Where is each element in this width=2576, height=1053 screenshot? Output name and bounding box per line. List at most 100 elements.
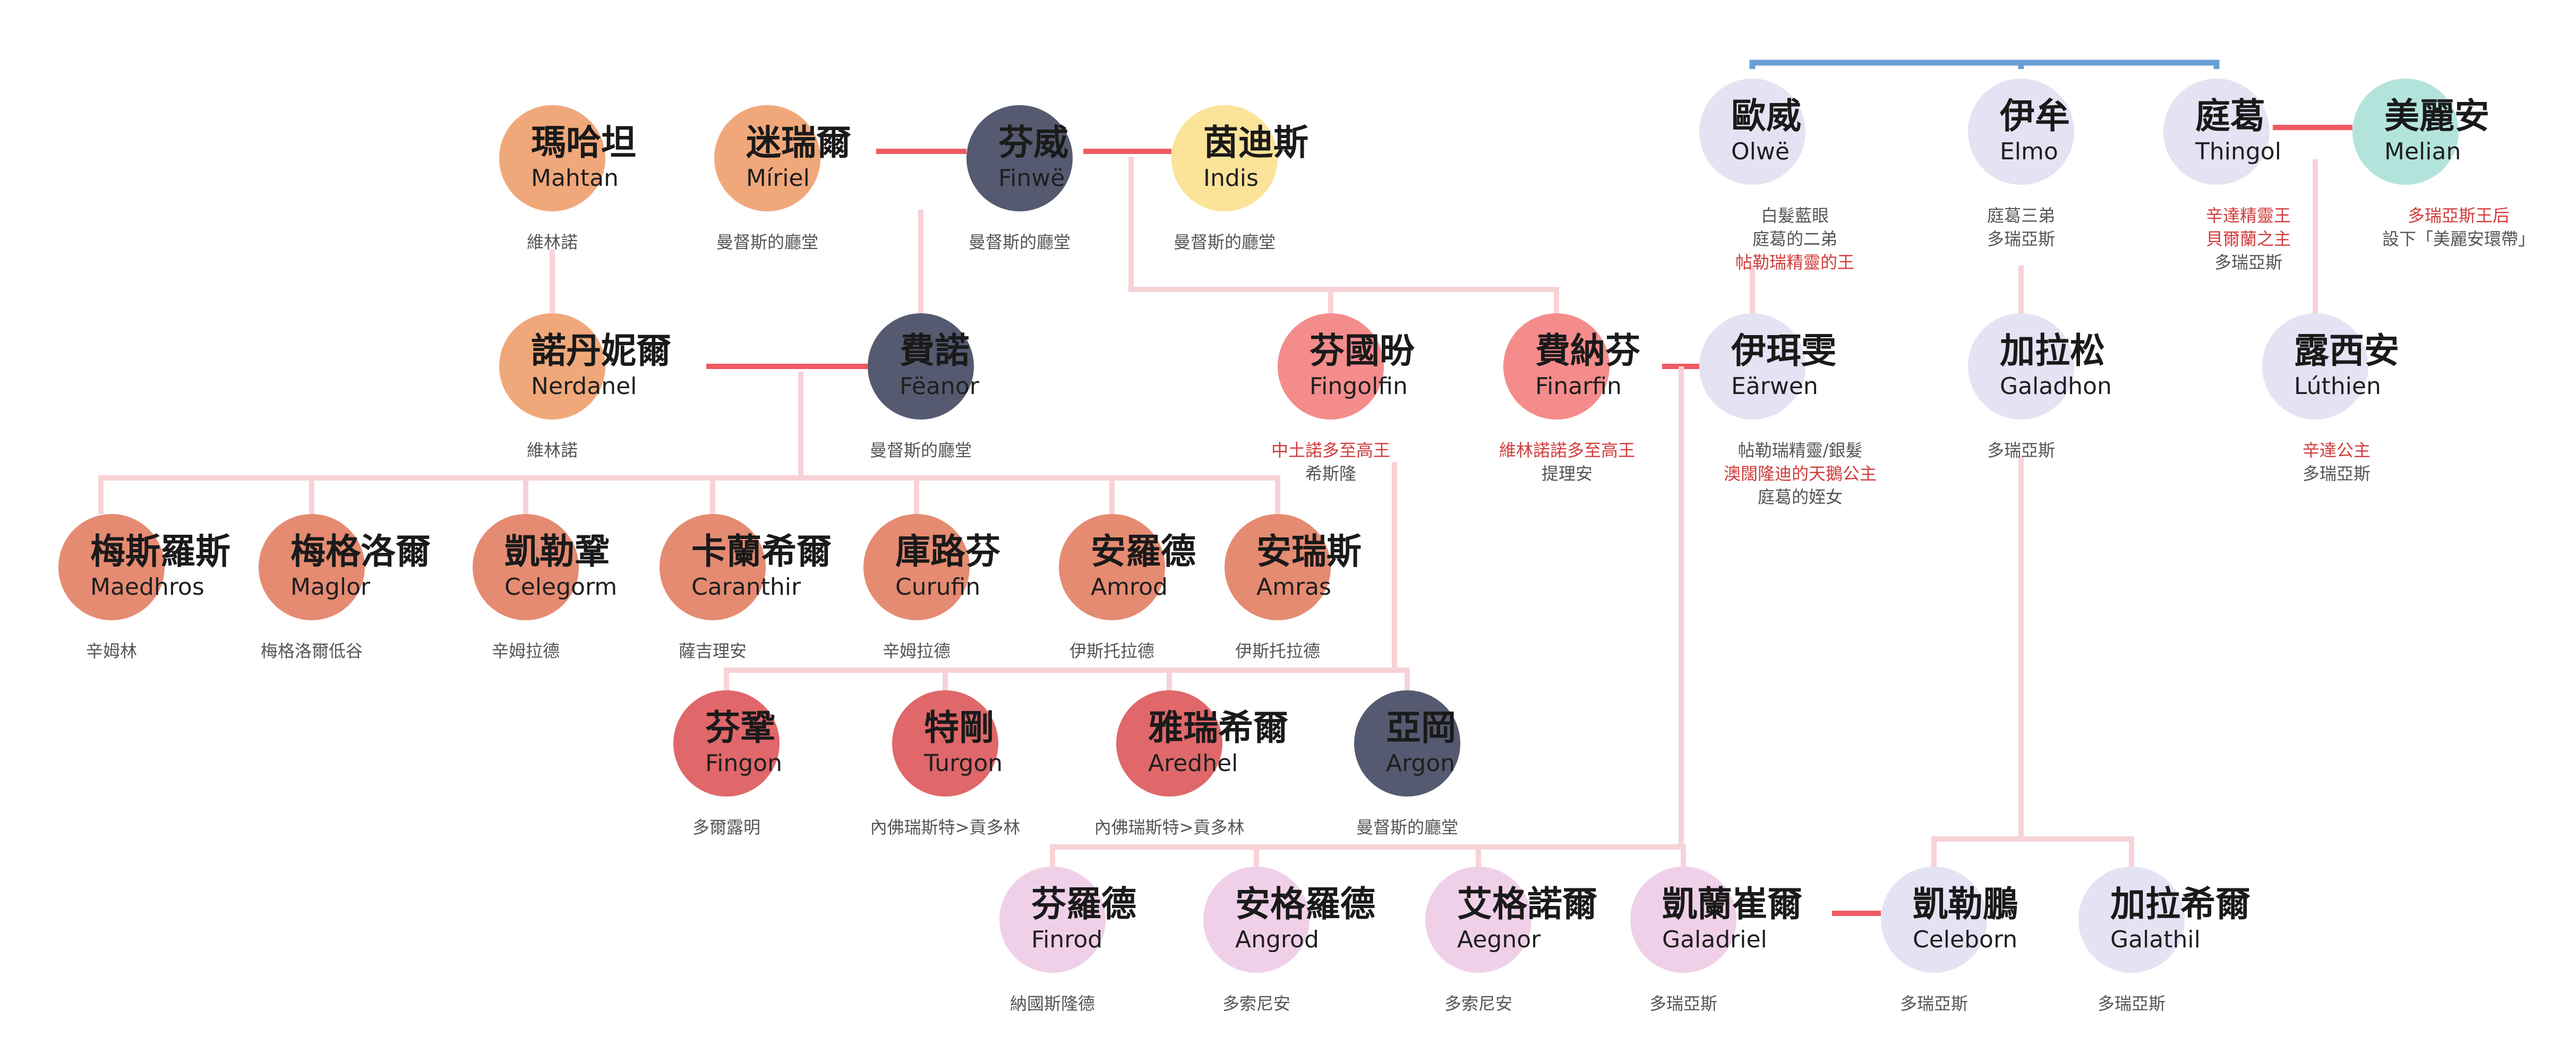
english-name: Aegnor bbox=[1457, 926, 1541, 953]
note-line: 多瑞亞斯 bbox=[2214, 252, 2282, 272]
english-name: Aredhel bbox=[1148, 750, 1238, 777]
english-name: Angrod bbox=[1235, 926, 1319, 953]
person-notes: 曼督斯的廳堂 bbox=[1301, 816, 1513, 839]
english-name: Amrod bbox=[1091, 573, 1168, 601]
person-notes: 多瑞亞斯 bbox=[1577, 992, 1790, 1015]
english-name: Melian bbox=[2384, 138, 2461, 165]
chinese-name: 雅瑞希爾 bbox=[1148, 707, 1288, 748]
person-notes: 梅格洛爾低谷 bbox=[206, 639, 418, 663]
relation-line-17 bbox=[309, 478, 1115, 514]
person-notes: 白髮藍眼庭葛的二弟帖勒瑞精靈的王 bbox=[1689, 204, 1901, 274]
chinese-name: 加拉松 bbox=[2000, 330, 2105, 371]
person-notes: 辛達精靈王貝爾蘭之主多瑞亞斯 bbox=[2142, 204, 2355, 274]
chinese-name: 凱勒鵬 bbox=[1913, 884, 2018, 924]
note-line: 維林諾諾多至高王 bbox=[1499, 440, 1635, 460]
person-notes: 納國斯隆德 bbox=[946, 992, 1159, 1015]
chinese-name: 露西安 bbox=[2294, 330, 2399, 371]
english-name: Fingon bbox=[705, 750, 782, 777]
note-line: 多瑞亞斯 bbox=[1987, 440, 2055, 460]
person-circle bbox=[1968, 313, 2074, 420]
chinese-name: 芬羅德 bbox=[1031, 884, 1136, 924]
note-line: 希斯隆 bbox=[1305, 464, 1356, 484]
person-notes: 辛姆拉德 bbox=[420, 639, 632, 663]
english-name: Mahtan bbox=[531, 165, 619, 192]
english-name: Galadriel bbox=[1662, 926, 1767, 953]
note-line: 曼督斯的廳堂 bbox=[716, 232, 818, 252]
person-circle bbox=[1503, 313, 1610, 420]
english-name: Galathil bbox=[2110, 926, 2201, 953]
note-line: 梅格洛爾低谷 bbox=[260, 641, 363, 661]
note-line: 辛達精靈王 bbox=[2205, 206, 2291, 226]
chinese-name: 庭葛 bbox=[2195, 96, 2265, 136]
english-name: Fingolfin bbox=[1310, 373, 1408, 400]
note-line: 內佛瑞斯特>貢多林 bbox=[870, 817, 1021, 837]
person-notes: 薩吉理安 bbox=[606, 639, 819, 663]
person-notes: 維林諾 bbox=[446, 230, 658, 254]
chinese-name: 茵迪斯 bbox=[1203, 122, 1308, 163]
person-circle bbox=[1968, 79, 2074, 185]
note-line: 多瑞亞斯 bbox=[1649, 994, 1717, 1014]
person-notes: 內佛瑞斯特>貢多林 bbox=[1063, 816, 1276, 839]
person-notes: 伊斯托拉德 bbox=[1171, 639, 1384, 663]
person-notes: 辛姆林 bbox=[5, 639, 218, 663]
person-circle bbox=[1630, 867, 1736, 973]
note-line: 辛姆林 bbox=[85, 641, 137, 661]
chinese-name: 凱勒鞏 bbox=[504, 531, 610, 572]
english-name: Maedhros bbox=[90, 573, 204, 601]
relation-line-20 bbox=[943, 670, 1172, 690]
person-circle bbox=[1425, 867, 1531, 973]
note-line: 白髮藍眼 bbox=[1760, 206, 1829, 226]
person-circle bbox=[1059, 514, 1165, 620]
chinese-name: 美麗安 bbox=[2384, 96, 2489, 136]
chinese-name: 芬威 bbox=[998, 122, 1068, 163]
chinese-name: 芬鞏 bbox=[705, 707, 775, 748]
note-line: 曼督斯的廳堂 bbox=[968, 232, 1071, 252]
chinese-name: 加拉希爾 bbox=[2110, 884, 2250, 924]
english-name: Thingol bbox=[2195, 138, 2281, 165]
note-line: 曼督斯的廳堂 bbox=[1356, 817, 1458, 837]
person-circle bbox=[499, 313, 605, 420]
chinese-name: 費諾 bbox=[900, 330, 970, 371]
english-name: Nerdanel bbox=[531, 373, 637, 400]
chinese-name: 亞岡 bbox=[1386, 707, 1456, 748]
english-name: Finwë bbox=[998, 165, 1065, 192]
person-circle bbox=[966, 105, 1073, 211]
note-line: 多瑞亞斯 bbox=[1987, 229, 2055, 249]
english-name: Finrod bbox=[1031, 926, 1103, 953]
person-circle bbox=[1225, 514, 1331, 620]
note-line: 薩吉理安 bbox=[678, 641, 747, 661]
english-name: Olwë bbox=[1731, 138, 1790, 165]
person-notes: 曼督斯的廳堂 bbox=[913, 230, 1126, 254]
chinese-name: 艾格諾爾 bbox=[1457, 884, 1597, 924]
english-name: Amras bbox=[1256, 573, 1331, 601]
person-notes: 伊斯托拉德 bbox=[1006, 639, 1218, 663]
person-circle bbox=[660, 514, 766, 620]
person-circle bbox=[1278, 313, 1384, 420]
person-circle bbox=[1699, 79, 1805, 185]
person-notes: 多瑞亞斯 bbox=[2025, 992, 2238, 1015]
person-circle bbox=[259, 514, 365, 620]
chinese-name: 梅格洛爾 bbox=[290, 531, 431, 572]
